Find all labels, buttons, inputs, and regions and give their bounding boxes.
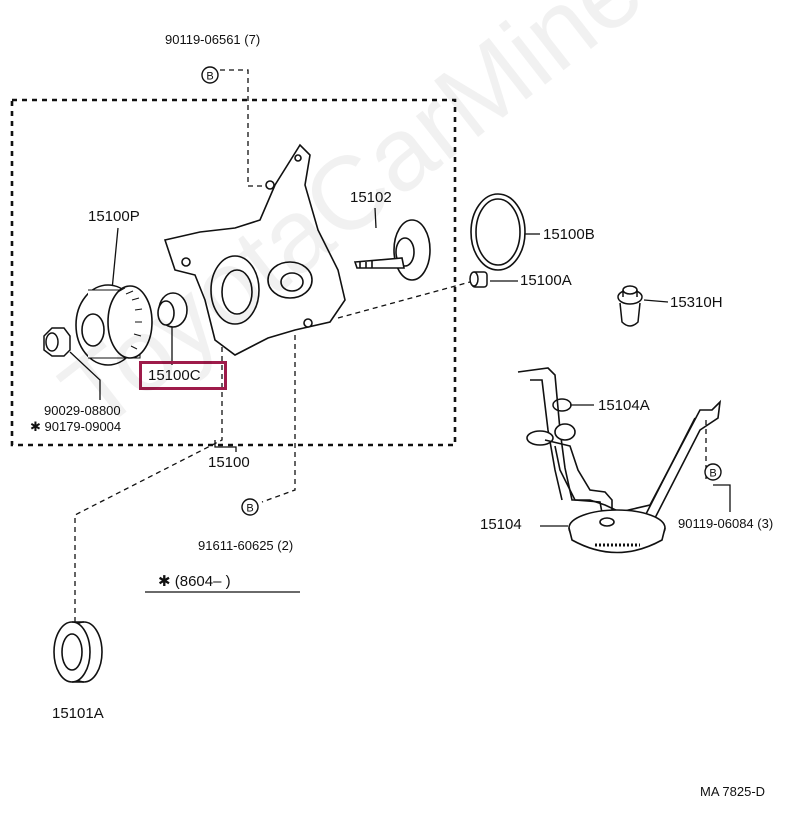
relief-valve — [617, 285, 643, 327]
leader-bolt-bottom — [261, 335, 296, 503]
label-gear: 15100P — [88, 208, 140, 225]
leader-gear — [111, 227, 119, 291]
leader-valve — [643, 299, 669, 303]
oil-strainer — [517, 367, 722, 554]
label-pump-assy: 15100 — [208, 454, 250, 471]
label-plug: 15100A — [520, 272, 572, 289]
plug — [469, 271, 488, 288]
leader-oil-seal — [74, 320, 223, 622]
drive-gear — [75, 284, 153, 366]
label-bolt-right: 90119-06084 (3) — [678, 516, 774, 531]
o-ring — [470, 193, 526, 271]
label-strainer: 15104 — [480, 516, 522, 533]
oil-pump-body — [163, 143, 346, 356]
highlight-box — [139, 361, 227, 390]
oil-seal — [53, 621, 103, 683]
label-bolt-top: 90119-06561 (7) — [165, 32, 261, 47]
label-shaft: 15102 — [350, 189, 392, 206]
label-gasket: 15104A — [598, 397, 650, 414]
gear-bolt — [43, 327, 71, 357]
label-date-note: ✱ (8604– ) — [158, 573, 231, 590]
leader-bolt-right-text — [713, 484, 731, 512]
label-bolt-left-1: 90029-08800 — [44, 403, 121, 418]
pump-shaft — [353, 219, 431, 281]
label-oil-seal: 15101A — [52, 705, 104, 722]
strainer-gasket — [552, 398, 572, 412]
leader-shaft — [374, 207, 377, 229]
circle-b-bottom: B — [241, 498, 259, 516]
label-oring: 15100B — [543, 226, 595, 243]
label-bolt-left-2: ✱ 90179-09004 — [30, 419, 122, 434]
leader-pump — [214, 440, 237, 452]
svg-text:B: B — [206, 71, 213, 83]
leader-plug — [337, 281, 471, 319]
small-seal — [157, 292, 188, 328]
svg-text:B: B — [246, 503, 253, 515]
circle-b-top: B — [201, 66, 219, 84]
svg-text:B: B — [709, 468, 716, 480]
label-diagram-code: MA 7825-D — [700, 784, 766, 799]
leader-bolt-top — [220, 69, 268, 187]
label-bolt-bottom: 91611-60625 (2) — [198, 538, 294, 553]
leader-bolt-left — [69, 351, 101, 400]
label-valve: 15310H — [670, 294, 723, 311]
label-seal-small: 15100C — [148, 367, 201, 384]
circle-b-right: B — [704, 463, 722, 481]
